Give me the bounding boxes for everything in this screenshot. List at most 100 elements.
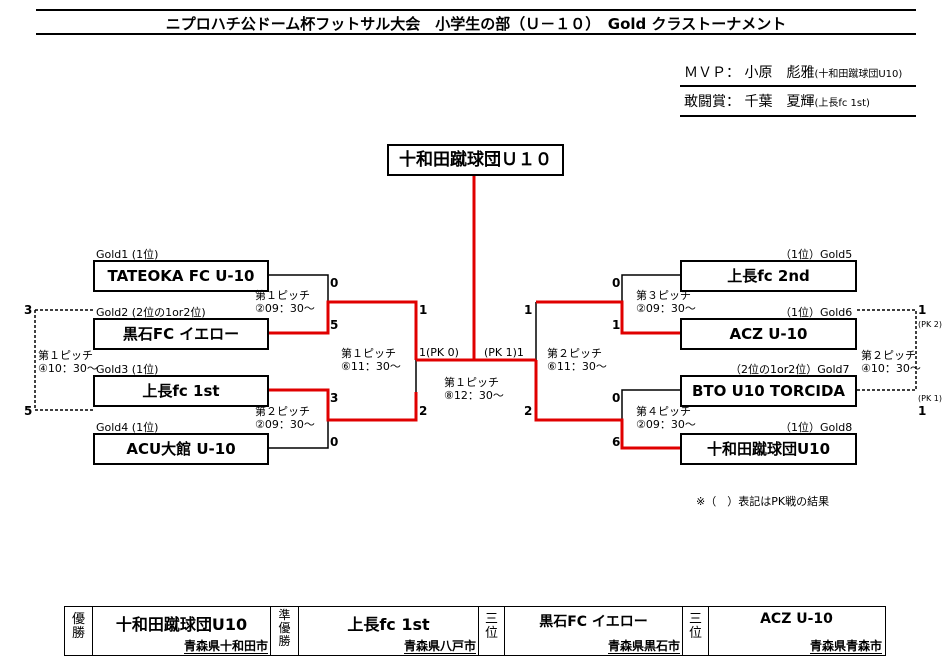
fight-label: 敢闘賞：: [684, 94, 740, 110]
right-seed-1: （1位）Gold5: [780, 248, 853, 261]
right-qf-pk-bottom: (PK 1): [918, 394, 942, 403]
right-qf-score-top: 1: [918, 303, 927, 317]
left-seed-4: Gold4 (1位): [96, 421, 159, 434]
team-box-right-2: ACZ U-10: [680, 318, 857, 350]
award-divider: [680, 115, 916, 117]
footnote: ※（ ）表記はPK戦の結果: [696, 495, 830, 508]
final-right-score: (PK 1)1: [484, 346, 524, 359]
result-pref-2: 青森県八戸市: [403, 639, 476, 654]
fight-team: (上長fc 1st): [814, 98, 870, 109]
mvp-label: ＭＶＰ：: [684, 65, 740, 81]
result-pref-3: 青森県黒石市: [607, 639, 680, 654]
right-qf-score-bottom: 1: [918, 404, 927, 418]
right-r1b-time: ②09：30～: [636, 418, 696, 431]
left-seed-3: Gold3 (1位): [96, 363, 159, 376]
fight-name: 千葉 夏輝: [744, 94, 815, 110]
left-r1b-pitch: 第２ピッチ: [255, 405, 310, 418]
result-team-4: ACZ U-10: [760, 611, 833, 627]
award-divider: [680, 85, 916, 87]
right-r1a-time: ②09：30～: [636, 302, 696, 315]
result-team-2: 上長fc 1st: [347, 615, 430, 634]
results-table: 優勝 十和田蹴球団U10 青森県十和田市 準優勝 上長fc 1st 青森県八戸市…: [64, 606, 886, 656]
page-title: ニプロハチ公ドーム杯フットサル大会 小学生の部（Ｕ－１０） Gold クラストー…: [36, 9, 916, 35]
left-r1a-top-line: [269, 274, 329, 302]
left-sf-score-bottom: 2: [419, 404, 428, 418]
left-sf-time: ⑥11：30～: [341, 360, 401, 373]
left-r1b-time: ②09：30～: [255, 418, 315, 431]
left-sf-pitch: 第１ピッチ: [341, 347, 396, 360]
mvp-team: (十和田蹴球団U10): [814, 69, 903, 80]
team-box-right-4: 十和田蹴球団U10: [680, 433, 857, 465]
left-qf-schedule: 第１ピッチ ④10：30～: [38, 349, 98, 375]
result-rank-1: 優勝: [65, 607, 93, 655]
result-rank-4: 三位: [683, 607, 709, 655]
mvp-name: 小原 彪雅: [744, 65, 815, 81]
right-sf-time: ⑥11：30～: [547, 360, 607, 373]
team-box-left-1: TATEOKA FC U-10: [93, 260, 269, 292]
right-r1b-score-bottom: 6: [612, 435, 621, 449]
left-seed-1: Gold1 (1位): [96, 248, 159, 261]
left-qf-time: ④10：30～: [38, 362, 98, 375]
left-r1b-score-top: 3: [330, 391, 339, 405]
right-r1a-score-top: 0: [612, 276, 621, 290]
left-seed-2: Gold2 (2位の1or2位): [96, 306, 206, 319]
champion-box: 十和田蹴球団Ｕ１０: [387, 144, 564, 176]
right-r1a-top-line: [621, 274, 680, 302]
right-r1a-score-bottom: 1: [612, 318, 621, 332]
left-r1a-time: ②09：30～: [255, 302, 315, 315]
result-pref-4: 青森県青森市: [809, 639, 882, 654]
mvp-award: ＭＶＰ： 小原 彪雅(十和田蹴球団U10): [684, 62, 902, 82]
left-r1a-win-line: [269, 300, 418, 360]
left-r1b-win-line: [269, 388, 418, 422]
final-pitch: 第１ピッチ: [444, 376, 499, 389]
team-box-left-4: ACU大館 U-10: [93, 433, 269, 465]
left-r1a-pitch: 第１ピッチ: [255, 289, 310, 302]
left-r1a-score-top: 0: [330, 276, 339, 290]
result-team-3-cell: 黒石FC イエロー 青森県黒石市: [505, 607, 683, 655]
left-r1b-bottom-line: [269, 420, 329, 449]
result-rank-2: 準優勝: [271, 607, 299, 655]
team-box-right-3: BTO U10 TORCIDA: [680, 375, 857, 407]
left-qf-pitch: 第１ピッチ: [38, 349, 93, 362]
right-qf-schedule: 第２ピッチ ④10：30～: [861, 349, 921, 375]
right-sf-score-top: 1: [524, 303, 533, 317]
final-left-score: 1(PK 0): [419, 346, 459, 359]
left-qf-score-top: 3: [24, 303, 33, 317]
fight-award: 敢闘賞： 千葉 夏輝(上長fc 1st): [684, 91, 870, 111]
right-qf-time: ④10：30～: [861, 362, 921, 375]
right-qf-pitch: 第２ピッチ: [861, 349, 916, 362]
team-box-left-3: 上長fc 1st: [93, 375, 269, 407]
left-r1b-schedule: 第２ピッチ ②09：30～: [255, 405, 315, 431]
left-r1a-score-bottom: 5: [330, 318, 339, 332]
right-seed-3: （2位の1or2位）Gold7: [730, 363, 850, 376]
result-team-4-cell: ACZ U-10 青森県青森市: [709, 607, 884, 655]
right-r1b-pitch: 第４ピッチ: [636, 405, 691, 418]
result-team-3: 黒石FC イエロー: [539, 614, 648, 630]
result-rank-3: 三位: [479, 607, 505, 655]
left-qf-line: [34, 309, 93, 411]
left-sf-score-top: 1: [419, 303, 428, 317]
right-r1a-win-line: [536, 300, 680, 335]
right-qf-pk-top: (PK 2): [918, 320, 942, 329]
result-team-1-cell: 十和田蹴球団U10 青森県十和田市: [93, 607, 271, 655]
final-schedule: 第１ピッチ ⑧12：30～: [444, 376, 504, 402]
right-r1b-schedule: 第４ピッチ ②09：30～: [636, 405, 696, 431]
left-qf-score-bottom: 5: [24, 404, 33, 418]
right-r1b-score-top: 0: [612, 391, 621, 405]
result-pref-1: 青森県十和田市: [183, 639, 268, 654]
right-r1b-win-line: [534, 360, 680, 450]
left-sf-schedule: 第１ピッチ ⑥11：30～: [341, 347, 401, 373]
result-team-2-cell: 上長fc 1st 青森県八戸市: [299, 607, 479, 655]
right-r1a-pitch: 第３ピッチ: [636, 289, 691, 302]
right-sf-score-bottom: 2: [524, 404, 533, 418]
right-r1a-schedule: 第３ピッチ ②09：30～: [636, 289, 696, 315]
result-team-1: 十和田蹴球団U10: [115, 615, 248, 634]
left-r1b-score-bottom: 0: [330, 435, 339, 449]
right-sf-pitch: 第２ピッチ: [547, 347, 602, 360]
right-seed-2: （1位）Gold6: [780, 306, 853, 319]
final-time: ⑧12：30～: [444, 389, 504, 402]
left-r1a-schedule: 第１ピッチ ②09：30～: [255, 289, 315, 315]
right-sf-schedule: 第２ピッチ ⑥11：30～: [547, 347, 607, 373]
right-seed-4: （1位）Gold8: [780, 421, 853, 434]
